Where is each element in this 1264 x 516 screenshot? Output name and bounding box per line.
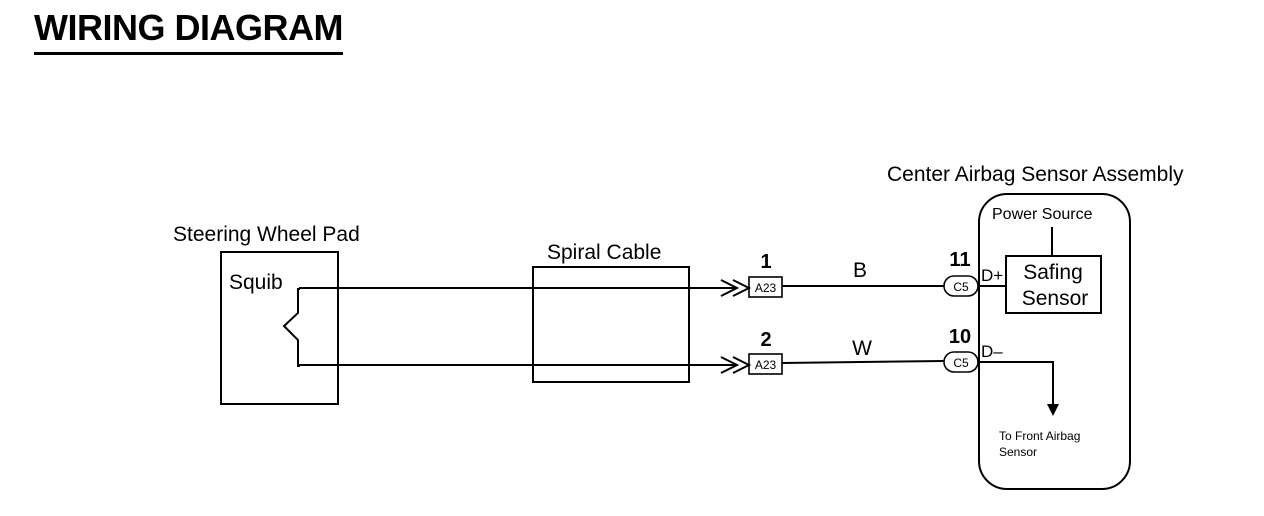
wire-w-to-front-sensor bbox=[978, 361, 1054, 408]
wire-w-segment-right bbox=[781, 360, 945, 364]
center-airbag-sensor-box bbox=[978, 193, 1131, 490]
squib-label: Squib bbox=[229, 271, 283, 294]
front-sensor-label-line1: To Front Airbag bbox=[999, 429, 1080, 443]
connector-arrow-1a bbox=[720, 279, 740, 297]
wire-b-color-label: B bbox=[853, 259, 867, 282]
page-title: WIRING DIAGRAM bbox=[34, 6, 343, 55]
spiral-cable: Spiral Cable bbox=[532, 241, 690, 383]
connector-c5-pin11-label: C5 bbox=[953, 280, 969, 294]
squib-element bbox=[282, 288, 300, 367]
spiral-cable-label: Spiral Cable bbox=[547, 241, 661, 264]
pin-11-label: 11 bbox=[949, 249, 970, 271]
connector-a23-pin2-label: A23 bbox=[755, 358, 777, 372]
safing-sensor-line1: Safing bbox=[1023, 261, 1083, 284]
steering-wheel-pad-label: Steering Wheel Pad bbox=[173, 223, 360, 246]
wire-b: A23 1 B C5 11 D+ bbox=[299, 249, 1006, 298]
connector-a23-pin2 bbox=[748, 353, 783, 375]
wire-w-color-label: W bbox=[852, 337, 872, 360]
steering-wheel-pad: Steering Wheel Pad Squib bbox=[173, 223, 360, 405]
safing-sensor-line2: Sensor bbox=[1022, 287, 1089, 310]
terminal-d-minus: D– bbox=[981, 342, 1003, 361]
connector-arrow-2a bbox=[720, 356, 740, 374]
power-source-label: Power Source bbox=[992, 206, 1093, 223]
terminal-d-plus: D+ bbox=[981, 266, 1003, 285]
center-airbag-sensor-label: Center Airbag Sensor Assembly bbox=[887, 163, 1184, 186]
safing-sensor-box bbox=[1005, 255, 1102, 314]
pin-1-label: 1 bbox=[760, 251, 771, 273]
connector-c5-pin10-label: C5 bbox=[953, 356, 969, 370]
pin-10-label: 10 bbox=[949, 326, 971, 348]
front-sensor-label-line2: Sensor bbox=[999, 445, 1037, 459]
center-airbag-sensor-assembly: Center Airbag Sensor Assembly Power Sour… bbox=[887, 163, 1184, 490]
steering-wheel-pad-box bbox=[220, 251, 339, 405]
front-sensor-arrowhead bbox=[1047, 404, 1059, 416]
pin-2-label: 2 bbox=[760, 329, 771, 351]
connector-a23-pin1-label: A23 bbox=[755, 281, 777, 295]
wire-w: A23 2 W C5 10 D– bbox=[299, 326, 1059, 416]
spiral-cable-box bbox=[532, 266, 690, 383]
